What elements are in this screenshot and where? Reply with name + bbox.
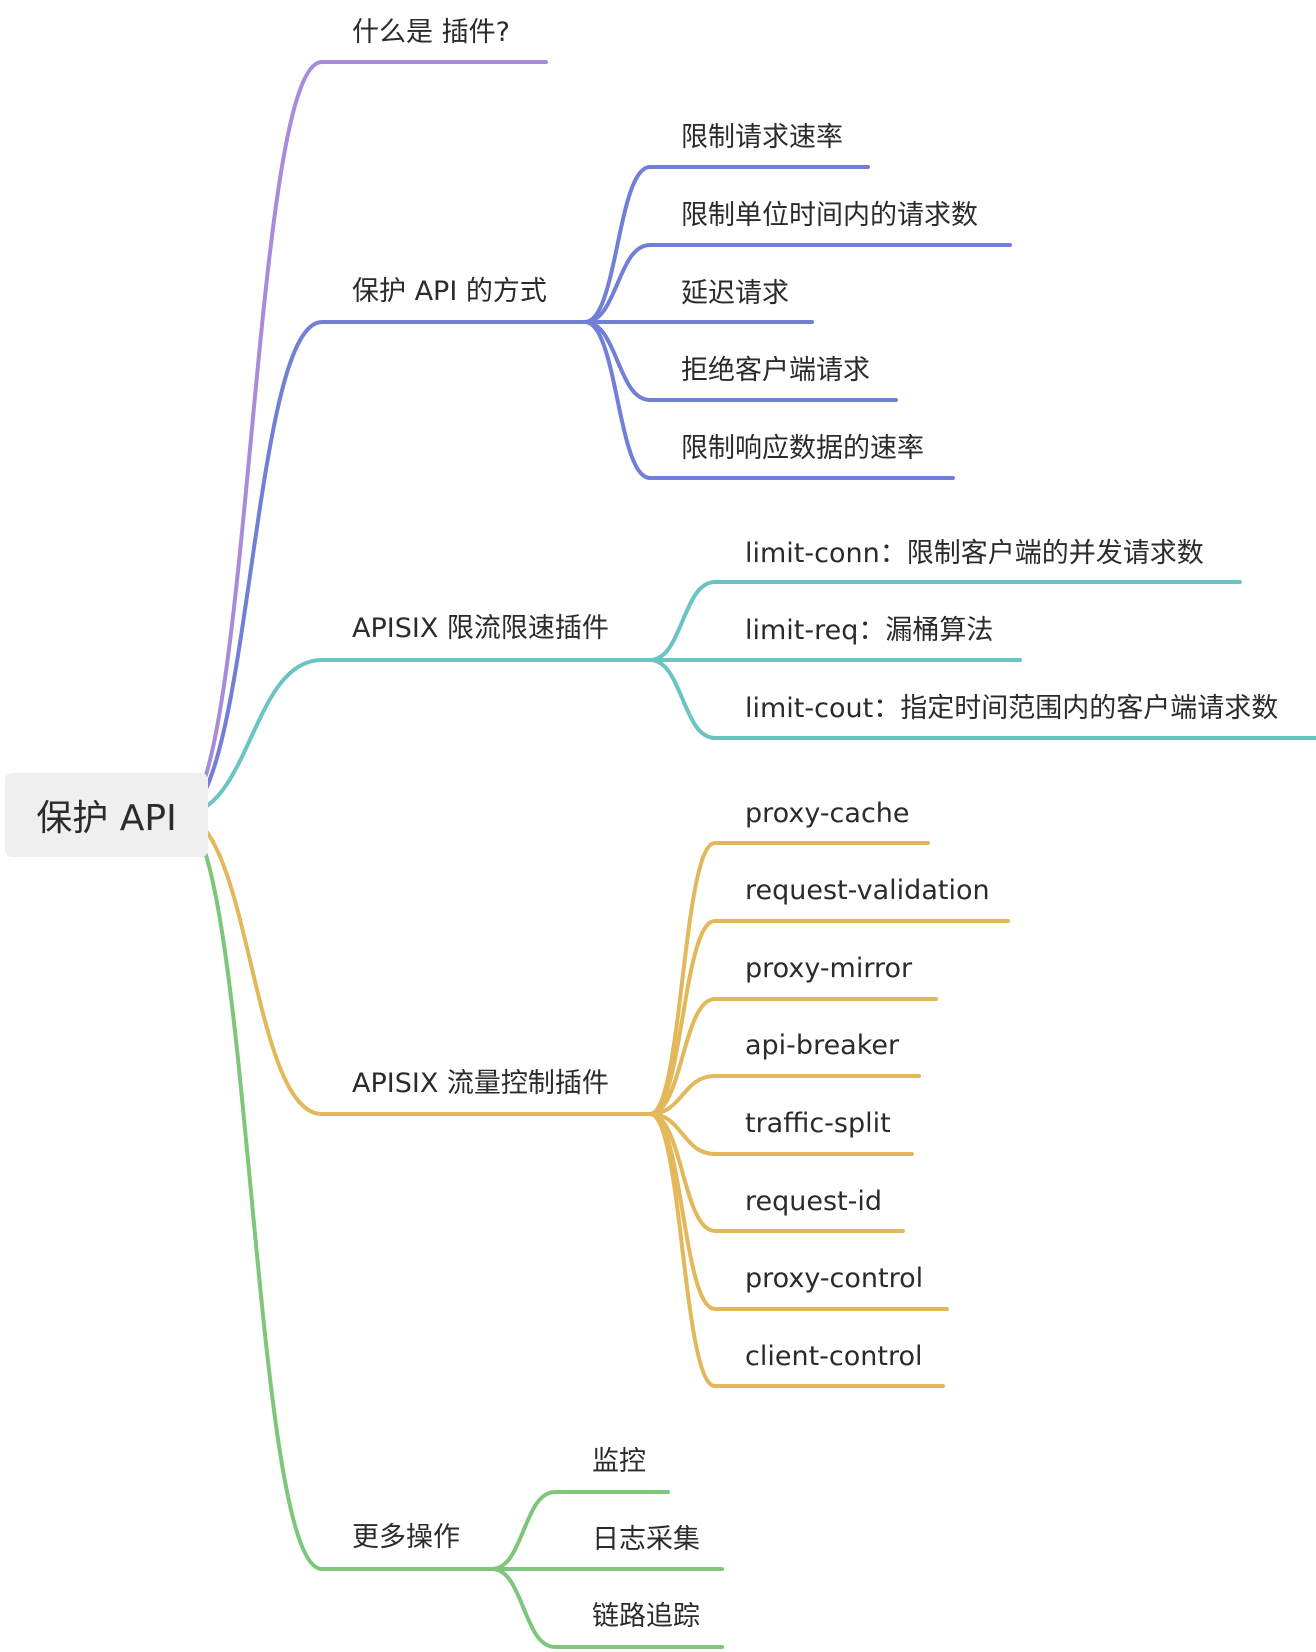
leaf-protect-2[interactable]: 限制单位时间内的请求数 (681, 200, 978, 231)
leaf-traffic-8[interactable]: client-control (745, 1341, 923, 1372)
edge-traffic-to-leaf-2 (648, 919, 717, 1116)
branch-label-limit[interactable]: APISIX 限流限速插件 (352, 613, 609, 644)
leaf-limit-2[interactable]: limit-req：漏桶算法 (745, 615, 994, 646)
leaf-protect-4[interactable]: 拒绝客户端请求 (681, 355, 870, 386)
edge-limit-to-leaf-3 (648, 658, 717, 740)
leaf-traffic-6[interactable]: request-id (745, 1186, 883, 1217)
leaf-traffic-1[interactable]: proxy-cache (745, 798, 910, 829)
leaf-traffic-2[interactable]: request-validation (745, 875, 990, 906)
edge-more-to-leaf-1 (490, 1490, 557, 1571)
edge-root-to-traffic (178, 813, 324, 1116)
branch-label-plugin[interactable]: 什么是 插件? (352, 17, 510, 48)
leaf-more-2[interactable]: 日志采集 (592, 1524, 700, 1555)
edge-more-to-leaf-3 (490, 1567, 557, 1649)
leaf-protect-1[interactable]: 限制请求速率 (681, 122, 843, 153)
leaf-protect-5[interactable]: 限制响应数据的速率 (681, 433, 924, 464)
edge-protect-to-leaf-5 (583, 320, 652, 480)
leaf-traffic-5[interactable]: traffic-split (745, 1108, 891, 1139)
root-label: 保护 API (36, 798, 177, 839)
leaf-limit-1[interactable]: limit-conn：限制客户端的并发请求数 (745, 538, 1204, 569)
edge-traffic-to-leaf-4 (648, 1074, 717, 1116)
edge-traffic-to-leaf-1 (648, 841, 717, 1116)
edge-protect-to-leaf-2 (583, 243, 652, 324)
edge-protect-to-leaf-1 (583, 165, 652, 324)
edge-traffic-to-leaf-3 (648, 997, 717, 1116)
edge-root-to-more (178, 813, 324, 1571)
leaf-protect-3[interactable]: 延迟请求 (681, 278, 789, 309)
branch-label-more[interactable]: 更多操作 (352, 1522, 460, 1553)
edge-traffic-to-leaf-7 (648, 1112, 717, 1311)
leaf-limit-3[interactable]: limit-cout：指定时间范围内的客户端请求数 (745, 693, 1279, 724)
leaf-traffic-7[interactable]: proxy-control (745, 1263, 924, 1294)
edge-protect-to-leaf-4 (583, 320, 652, 402)
leaf-more-1[interactable]: 监控 (592, 1446, 646, 1477)
leaf-traffic-4[interactable]: api-breaker (745, 1030, 900, 1061)
edge-limit-to-leaf-1 (648, 580, 717, 662)
root-node[interactable]: 保护 API (5, 773, 208, 857)
leaf-more-3[interactable]: 链路追踪 (592, 1601, 700, 1632)
edge-traffic-to-leaf-8 (648, 1112, 717, 1388)
edge-root-to-plugin (178, 60, 324, 817)
branch-label-protect[interactable]: 保护 API 的方式 (352, 276, 547, 307)
leaf-traffic-3[interactable]: proxy-mirror (745, 953, 913, 984)
branch-label-traffic[interactable]: APISIX 流量控制插件 (352, 1068, 609, 1099)
